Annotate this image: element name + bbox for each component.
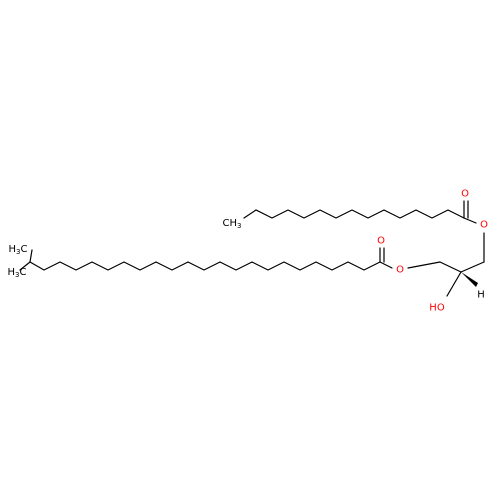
branch-bond-upper: [29, 249, 33, 263]
branch-bond-lower: [19, 261, 31, 271]
stereo-wedge: [461, 272, 478, 287]
methyl-label-branch-b: H3C: [8, 267, 27, 280]
backbone-bond-2: [460, 261, 485, 273]
backbone-bond-3: [439, 261, 462, 273]
backbone-bond-4: [407, 261, 441, 269]
carbonyl-oxygen-top: O: [461, 189, 469, 200]
glycerol-backbone: [407, 232, 485, 297]
lower-chain-bonds: [29, 261, 381, 271]
stereo-hydrogen-label: H: [477, 290, 485, 301]
upper-chain-bonds: [243, 209, 465, 219]
lower-ester-bond: [379, 261, 393, 269]
methyl-label-top: CH3: [223, 218, 242, 231]
lower-acyl-chain: [19, 247, 393, 271]
ester-oxygen-top: O: [480, 220, 488, 231]
methyl-label-branch-a: H3C: [9, 244, 28, 257]
upper-acyl-chain: [243, 200, 477, 224]
hydroxyl-label: HO: [429, 303, 445, 314]
ester-oxygen-bottom: O: [396, 265, 404, 276]
upper-ester-bond: [463, 217, 477, 224]
carbonyl-oxygen-bottom: O: [377, 236, 385, 247]
hydroxyl-bond: [446, 271, 462, 297]
